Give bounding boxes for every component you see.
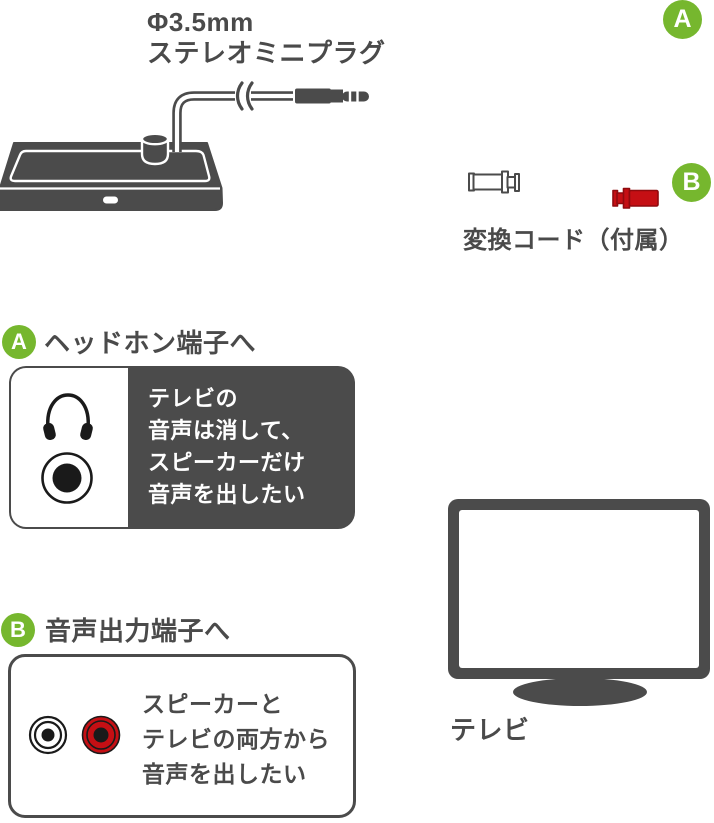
section-b-line: 音声を出したい (142, 761, 307, 787)
conversion-cord-illustration (468, 170, 659, 209)
section-a-line: 音声は消して、 (148, 418, 304, 443)
rca-jack-white-icon (28, 715, 68, 755)
red-rca-plug-icon (612, 187, 659, 209)
plug-label-line1: Φ3.5mm (147, 7, 254, 37)
tv-stand (513, 678, 647, 706)
speaker-indicator (103, 196, 118, 204)
section-a-title: ヘッドホン端子へ (44, 328, 257, 358)
cable-break-icon (235, 81, 254, 111)
plug-label-line2: ステレオミニプラグ (147, 38, 386, 68)
white-rca-plug-icon (468, 170, 520, 194)
headphones-icon (43, 393, 93, 441)
speaker-device-illustration (0, 81, 369, 211)
badge-b-marker: B (672, 163, 711, 202)
section-b-badge: B (1, 613, 35, 647)
plug-label: Φ3.5mm ステレオミニプラグ (147, 7, 386, 69)
tv-label: テレビ (450, 715, 530, 745)
rca-jacks-icon (28, 715, 121, 755)
adapter-label: 変換コード（付属） (463, 227, 684, 254)
tv-frame (448, 499, 710, 679)
section-b-line: スピーカーと (142, 691, 283, 717)
section-a-line: 音声を出したい (148, 482, 306, 507)
stereo-mini-plug-icon (293, 85, 369, 108)
speaker-top-inset (9, 149, 211, 183)
section-a-text: テレビの 音声は消して、 スピーカーだけ 音声を出したい (148, 383, 306, 511)
section-b-line: テレビの両方から (142, 726, 330, 752)
volume-knob (140, 132, 170, 166)
section-a-badge: A (2, 325, 36, 359)
headphone-jack-icon (41, 452, 93, 504)
tv-screen (459, 510, 699, 668)
section-a-card: テレビの 音声は消して、 スピーカーだけ 音声を出したい (9, 366, 355, 529)
section-a-line: スピーカーだけ (148, 450, 306, 475)
section-b-text: スピーカーと テレビの両方から 音声を出したい (142, 687, 330, 792)
tv-illustration (448, 499, 710, 709)
section-a-icon-panel (11, 368, 128, 527)
section-b-card: スピーカーと テレビの両方から 音声を出したい (8, 654, 356, 818)
rca-jack-red-icon (81, 715, 121, 755)
audio-cable (172, 81, 295, 152)
badge-a-marker: A (663, 0, 702, 39)
section-b-title: 音声出力端子へ (45, 616, 231, 646)
section-a-line: テレビの (148, 386, 239, 411)
